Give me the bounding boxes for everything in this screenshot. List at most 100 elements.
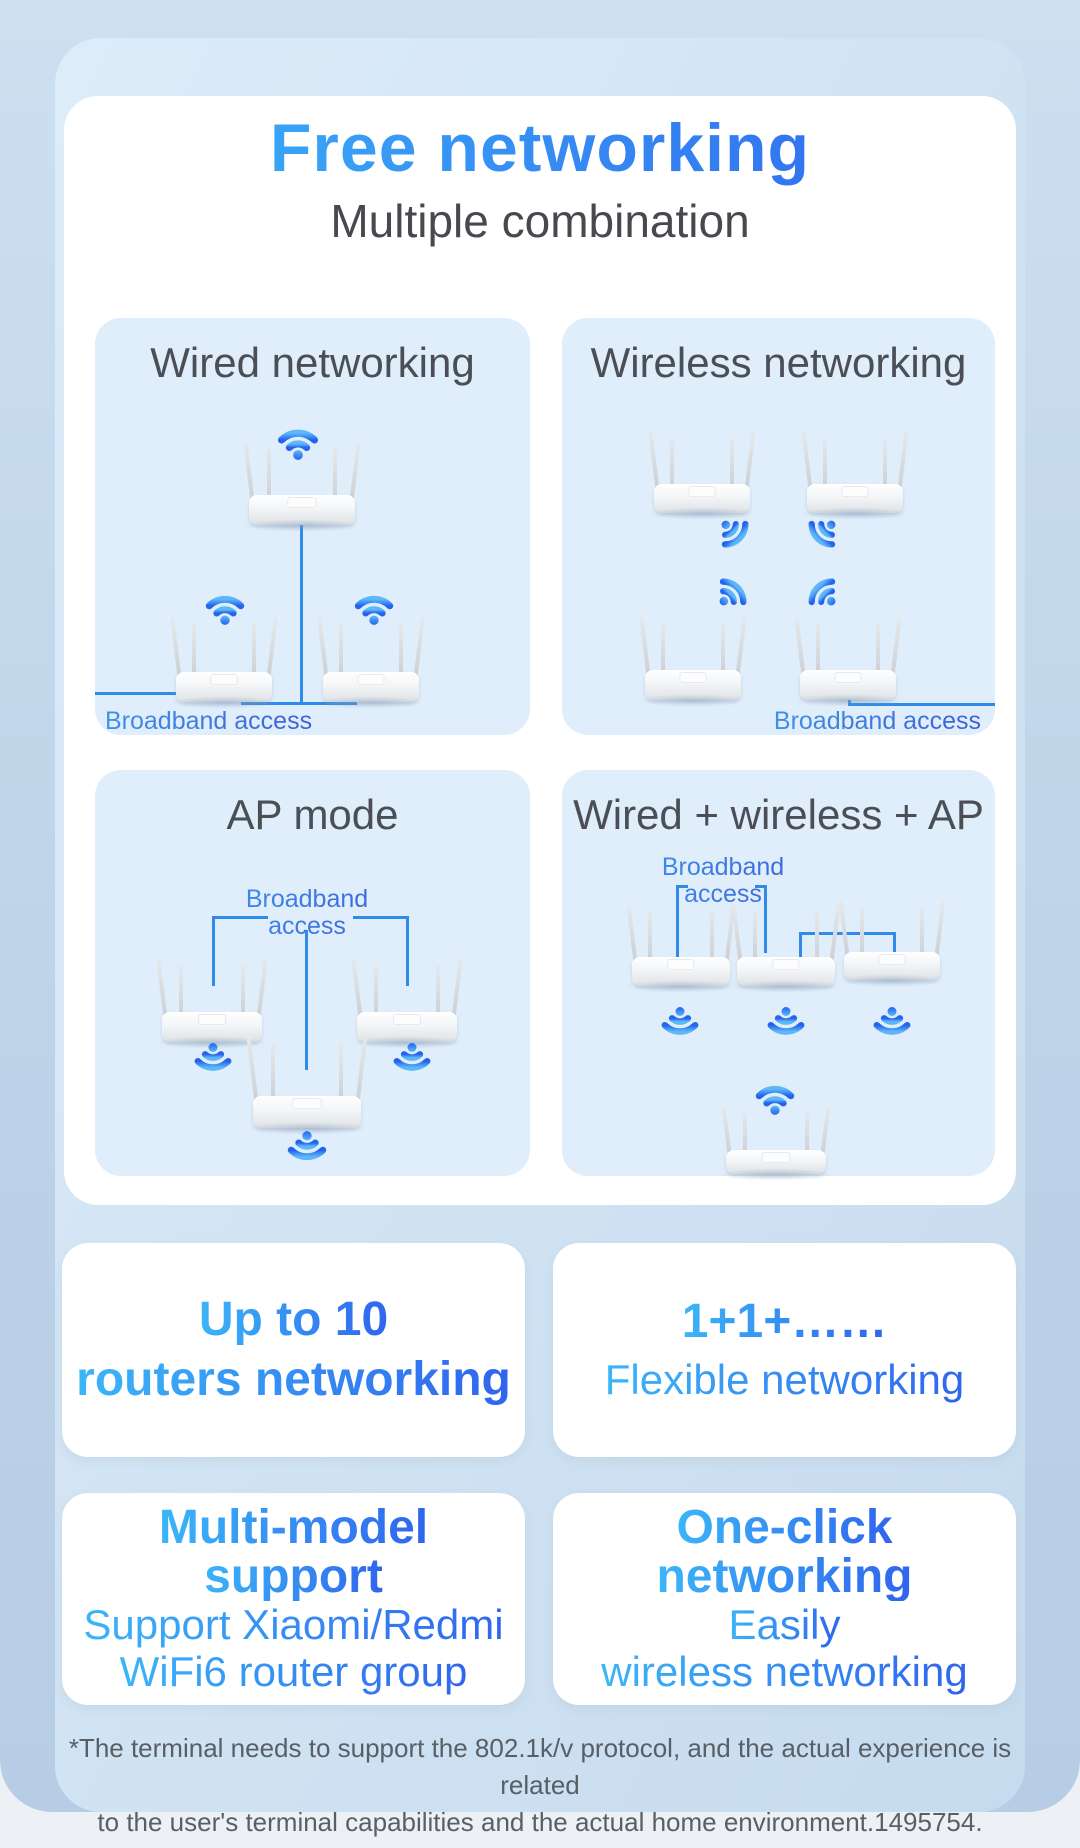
header: Free networking Multiple combination	[64, 96, 1016, 248]
router-illustration	[317, 616, 425, 709]
disclaimer: *The terminal needs to support the 802.1…	[55, 1730, 1025, 1841]
feature-body: Flexible networking	[605, 1352, 965, 1408]
wifi-signal-down-icon	[390, 1042, 434, 1086]
feature-card-flexible-networking: 1+1+…… Flexible networking	[553, 1243, 1016, 1457]
main-card: Free networking Multiple combination Wir…	[64, 96, 1016, 1205]
router-antenna	[920, 906, 924, 962]
broadband-access-label: Broadband access	[773, 707, 981, 735]
connection-line	[406, 916, 409, 986]
panel-title: AP mode	[226, 791, 399, 838]
router-antenna	[816, 622, 820, 681]
router-body	[844, 951, 940, 980]
router-antenna	[241, 964, 246, 1023]
router-antenna	[192, 623, 196, 682]
page-subtitle: Multiple combination	[330, 195, 750, 247]
router-antenna	[333, 447, 338, 506]
router-illustration	[639, 616, 747, 707]
router-illustration	[794, 616, 902, 707]
connection-line	[893, 932, 896, 956]
router-antenna	[709, 910, 714, 967]
feature-headline-line2: support	[204, 1550, 383, 1603]
wifi-signal-down-icon	[658, 1006, 702, 1050]
router-illustration	[730, 904, 842, 993]
router-illustration	[648, 431, 756, 520]
connection-line	[212, 916, 268, 919]
wifi-signal-left-icon	[790, 560, 849, 619]
content-container: Free networking Multiple combination Wir…	[55, 38, 1025, 1837]
router-antenna	[753, 910, 758, 967]
connection-line	[676, 885, 688, 888]
router-body	[737, 957, 835, 986]
panel-wired-networking: Wired networking Broadband access	[95, 318, 530, 735]
panel-ap-mode: AP mode Broadband access	[95, 770, 530, 1176]
connection-line	[300, 517, 303, 705]
router-antenna	[670, 437, 674, 494]
connection-line	[353, 916, 409, 919]
router-body	[632, 957, 730, 986]
router-body	[726, 1150, 826, 1174]
router-illustration	[801, 431, 909, 520]
panel-title: Wired networking	[150, 339, 475, 386]
broadband-label-line1: Broadband	[661, 853, 785, 881]
broadband-access-label: Broadband access	[623, 854, 823, 908]
router-antenna	[876, 622, 880, 681]
feature-card-multi-model-support: Multi-model support Support Xiaomi/Redmi…	[62, 1493, 525, 1705]
router-illustration	[242, 441, 362, 532]
wifi-signal-down-icon	[764, 1006, 808, 1050]
feature-headline-line2: routers networking	[76, 1350, 511, 1410]
connection-line	[676, 885, 679, 957]
panel-title: Wired + wireless + AP	[573, 791, 984, 838]
panel-wireless-networking: Wireless networking Broadband access	[562, 318, 995, 735]
feature-headline-line1: Multi-model	[158, 1501, 429, 1554]
connection-line	[95, 692, 210, 695]
router-body	[253, 1095, 361, 1128]
feature-body-line1: Support Xiaomi/Redmi	[83, 1601, 504, 1648]
feature-body-line2: WiFi6 router group	[119, 1648, 468, 1695]
connection-line	[241, 702, 357, 705]
router-body	[176, 671, 272, 702]
feature-body-line1: Easily	[728, 1601, 841, 1648]
router-antenna	[805, 1111, 810, 1159]
connection-line	[764, 885, 767, 953]
router-antenna	[373, 964, 378, 1023]
router-antenna	[742, 1111, 747, 1159]
router-illustration	[838, 900, 946, 987]
router-antenna	[339, 623, 343, 682]
feature-headline: 1+1+……	[682, 1292, 887, 1352]
router-illustration	[719, 1106, 833, 1181]
router-antenna	[883, 437, 887, 494]
router-antenna	[266, 447, 271, 506]
connection-line	[755, 885, 767, 888]
connection-line	[848, 703, 995, 706]
broadband-access-label: Broadband access	[105, 707, 313, 735]
router-illustration	[246, 1036, 368, 1135]
wifi-signal-down-icon	[870, 1006, 914, 1050]
feature-card-up-to-10-routers: Up to 10 routers networking	[62, 1243, 525, 1457]
router-antenna	[338, 1043, 343, 1107]
router-illustration	[155, 958, 269, 1049]
router-body	[357, 1012, 457, 1042]
router-antenna	[252, 623, 256, 682]
panel-title: Wireless networking	[590, 339, 967, 386]
router-antenna	[823, 437, 827, 494]
disclaimer-line1: *The terminal needs to support the 802.1…	[68, 1733, 1012, 1800]
router-illustration	[625, 904, 737, 993]
router-antenna	[436, 964, 441, 1023]
router-antenna	[814, 910, 819, 967]
router-antenna	[271, 1043, 276, 1107]
connection-line	[305, 930, 308, 1070]
router-body	[800, 670, 896, 700]
feature-headline-line2: networking	[656, 1550, 913, 1603]
broadband-label-line2: access	[684, 880, 762, 908]
router-body	[249, 495, 355, 525]
feature-card-one-click-networking: One-click networking Easily wireless net…	[553, 1493, 1016, 1705]
router-illustration	[350, 958, 464, 1049]
feature-body-line2: wireless networking	[601, 1648, 968, 1695]
feature-headline-line1: One-click	[676, 1501, 893, 1554]
connection-line	[799, 932, 802, 958]
panel-wired-wireless-ap: Wired + wireless + AP Broadband access	[562, 770, 995, 1181]
wifi-signal-down-icon	[191, 1042, 235, 1086]
router-antenna	[721, 622, 725, 681]
wifi-signal-down-icon	[284, 1130, 330, 1176]
